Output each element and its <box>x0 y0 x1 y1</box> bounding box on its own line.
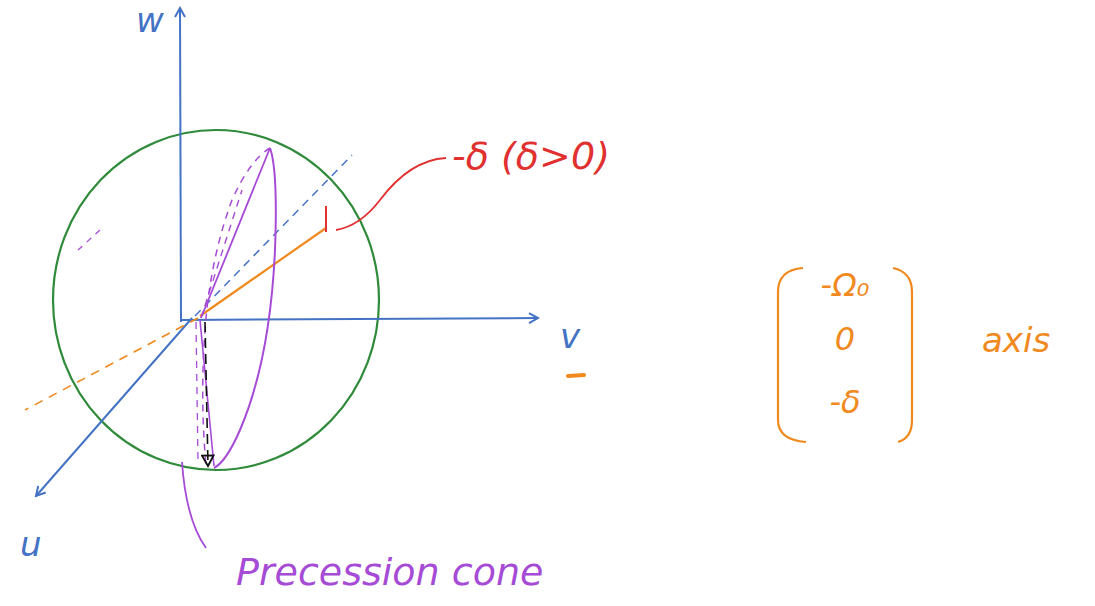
axis-label: w <box>136 2 164 39</box>
vector-bracket <box>893 268 912 442</box>
cone-label: Precession cone <box>236 552 543 594</box>
cone-edge <box>200 320 214 466</box>
leader-line <box>182 462 206 548</box>
vector-bracket <box>778 268 806 442</box>
axis-label: v <box>560 318 580 355</box>
angle-mark <box>325 206 327 232</box>
sphere-circle <box>53 130 379 470</box>
cone-edge-hidden <box>201 190 242 318</box>
vector-component: -Ω₀ <box>821 268 870 303</box>
leader-line <box>336 158 446 230</box>
angle-label: -δ (δ>0) <box>452 136 610 178</box>
state-vector <box>205 322 208 466</box>
rotation-axis-extension <box>25 318 198 410</box>
v-axis <box>181 318 538 320</box>
cone-edge-hidden <box>196 322 198 462</box>
vector-component: -δ <box>829 385 860 420</box>
axis-label: u <box>20 526 42 563</box>
dashed-reference-line <box>195 155 352 316</box>
vector-component: 0 <box>835 322 855 357</box>
cone-trace <box>78 230 100 250</box>
u-axis <box>36 318 192 496</box>
underline-mark <box>568 375 584 376</box>
axis-note: axis <box>982 322 1050 359</box>
cone-rim <box>214 148 276 468</box>
w-axis <box>180 8 181 322</box>
cone-edge <box>201 148 270 318</box>
cone-rim-hidden <box>203 148 270 465</box>
